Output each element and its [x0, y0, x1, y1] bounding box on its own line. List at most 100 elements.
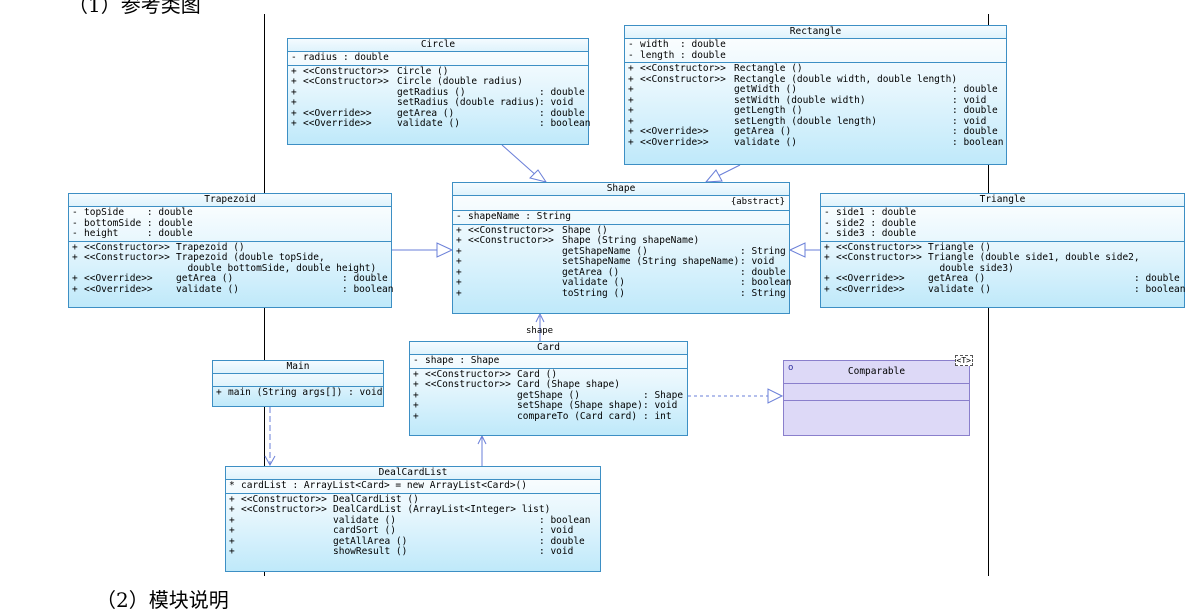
op-type: : void — [952, 94, 987, 106]
attribute: side1 : double — [836, 207, 917, 218]
class-shape-stereotype: {abstract} — [730, 197, 785, 207]
op-visibility: + — [628, 84, 634, 95]
op-type: : void — [539, 525, 574, 536]
op-stereotype: <<Constructor>> — [425, 368, 511, 380]
attr-visibility: - — [824, 217, 830, 229]
op-signature: validate () — [928, 283, 991, 295]
op-signature: getShapeName () — [562, 245, 648, 257]
attr-visibility: * — [229, 480, 235, 491]
op-stereotype: <<Constructor>> — [640, 73, 726, 85]
interface-comparable[interactable]: <T> o Comparable — [783, 355, 973, 436]
op-visibility: + — [413, 410, 419, 422]
op-signature: getRadius () — [397, 86, 466, 98]
op-visibility: + — [456, 256, 462, 267]
class-trapezoid-title: Trapezoid — [69, 194, 391, 207]
class-triangle[interactable]: Triangle -side1 : double -side2 : double… — [820, 193, 1185, 308]
op-signature: Triangle () — [928, 241, 991, 253]
op-signature: getArea () — [734, 126, 792, 137]
op-signature: getLength () — [734, 105, 803, 116]
op-signature: getArea () — [397, 107, 455, 119]
op-signature: toString () — [562, 287, 625, 299]
class-trapezoid-operations: +<<Constructor>>Trapezoid () +<<Construc… — [69, 241, 394, 297]
op-signature: Card (Shape shape) — [517, 379, 620, 390]
op-visibility: + — [72, 241, 78, 253]
op-signature: setLength (double length) — [734, 115, 877, 127]
class-card-operations: +<<Constructor>>Card () +<<Constructor>>… — [410, 369, 687, 424]
class-circle[interactable]: Circle -radius : double +<<Constructor>>… — [287, 38, 591, 145]
interface-comparable-title: Comparable — [784, 361, 969, 384]
class-trapezoid[interactable]: Trapezoid -topSide : double -bottomSide … — [68, 193, 394, 308]
attr-visibility: - — [824, 207, 830, 218]
op-signature: DealCardList () — [333, 493, 419, 505]
op-type: : void — [539, 546, 574, 557]
op-signature: Shape (String shapeName) — [562, 235, 700, 246]
op-signature: cardSort () — [333, 525, 396, 536]
op-type: : boolean — [342, 283, 394, 295]
op-type: : double — [1134, 273, 1180, 284]
op-visibility: + — [413, 379, 419, 390]
op-stereotype: <<Override>> — [836, 283, 905, 295]
op-signature: validate () — [397, 118, 460, 129]
op-signature: getWidth () — [734, 84, 797, 95]
class-dealcardlist[interactable]: DealCardList *cardList : ArrayList<Card>… — [225, 466, 601, 572]
op-stereotype: <<Constructor>> — [84, 241, 170, 253]
class-rectangle[interactable]: Rectangle -width : double -length : doub… — [624, 25, 1007, 165]
op-visibility: + — [628, 94, 634, 106]
class-card-title: Card — [410, 342, 687, 355]
op-type: : double — [952, 126, 998, 137]
op-stereotype: <<Constructor>> — [241, 493, 327, 505]
op-visibility: + — [824, 273, 830, 284]
op-signature: setShape (Shape shape) — [517, 400, 643, 411]
op-visibility: + — [824, 283, 830, 295]
op-signature: Shape () — [562, 224, 608, 236]
op-type: : boolean — [539, 118, 591, 129]
op-type: : int — [643, 410, 672, 422]
op-type: : double — [952, 105, 998, 116]
op-visibility: + — [456, 277, 462, 288]
class-main[interactable]: Main +main (String args[]) : void — [212, 360, 384, 407]
relationship-lines — [264, 144, 820, 467]
op-signature: setShapeName (String shapeName) — [562, 256, 740, 267]
attr-visibility: - — [72, 207, 78, 218]
op-visibility: + — [456, 235, 462, 246]
attribute: width : double — [640, 39, 726, 50]
op-visibility: + — [291, 76, 297, 87]
dealcardlist-card-association-arrow — [477, 434, 487, 445]
op-visibility: + — [628, 63, 634, 74]
op-signature: validate () — [734, 136, 797, 148]
attribute: radius : double — [303, 52, 389, 63]
op-stereotype: <<Constructor>> — [468, 224, 554, 236]
class-dealcardlist-title: DealCardList — [226, 467, 600, 480]
interface-circle-icon: o — [788, 363, 794, 373]
op-stereotype: <<Constructor>> — [303, 76, 389, 87]
main-dealcardlist-dependency-arrow — [264, 455, 276, 467]
op-signature: double bottomSide, double height) — [176, 262, 377, 274]
op-visibility: + — [229, 504, 235, 515]
op-visibility: + — [229, 525, 235, 536]
op-signature: Rectangle () — [734, 63, 803, 74]
op-signature: setWidth (double width) — [734, 94, 866, 106]
op-visibility: + — [291, 107, 297, 119]
class-card[interactable]: Card -shape : Shape +<<Constructor>>Card… — [409, 341, 688, 436]
attribute: side3 : double — [836, 228, 917, 239]
op-type: : double — [342, 273, 388, 284]
op-stereotype: <<Constructor>> — [241, 504, 327, 515]
op-signature: showResult () — [333, 546, 408, 557]
trapezoid-generalization-arrow — [436, 242, 454, 258]
op-stereotype: <<Override>> — [303, 107, 372, 119]
class-main-operations: +main (String args[]) : void — [213, 387, 383, 400]
op-visibility: + — [413, 389, 419, 401]
op-visibility: + — [456, 224, 462, 236]
attr-visibility: - — [628, 39, 634, 50]
op-signature: double side3) — [928, 262, 1014, 274]
class-shape[interactable]: Shape {abstract} -shapeName : String +<<… — [452, 182, 791, 314]
op-stereotype: <<Constructor>> — [640, 63, 726, 74]
op-signature: Trapezoid (double topSide, — [176, 252, 325, 263]
triangle-generalization-arrow — [788, 242, 806, 258]
class-shape-operations: +<<Constructor>>Shape () +<<Constructor>… — [453, 224, 791, 301]
attr-visibility: - — [456, 211, 462, 222]
op-type: : String — [740, 287, 786, 299]
op-visibility: + — [229, 535, 235, 547]
attribute: side2 : double — [836, 217, 917, 229]
op-stereotype: <<Constructor>> — [425, 379, 511, 390]
